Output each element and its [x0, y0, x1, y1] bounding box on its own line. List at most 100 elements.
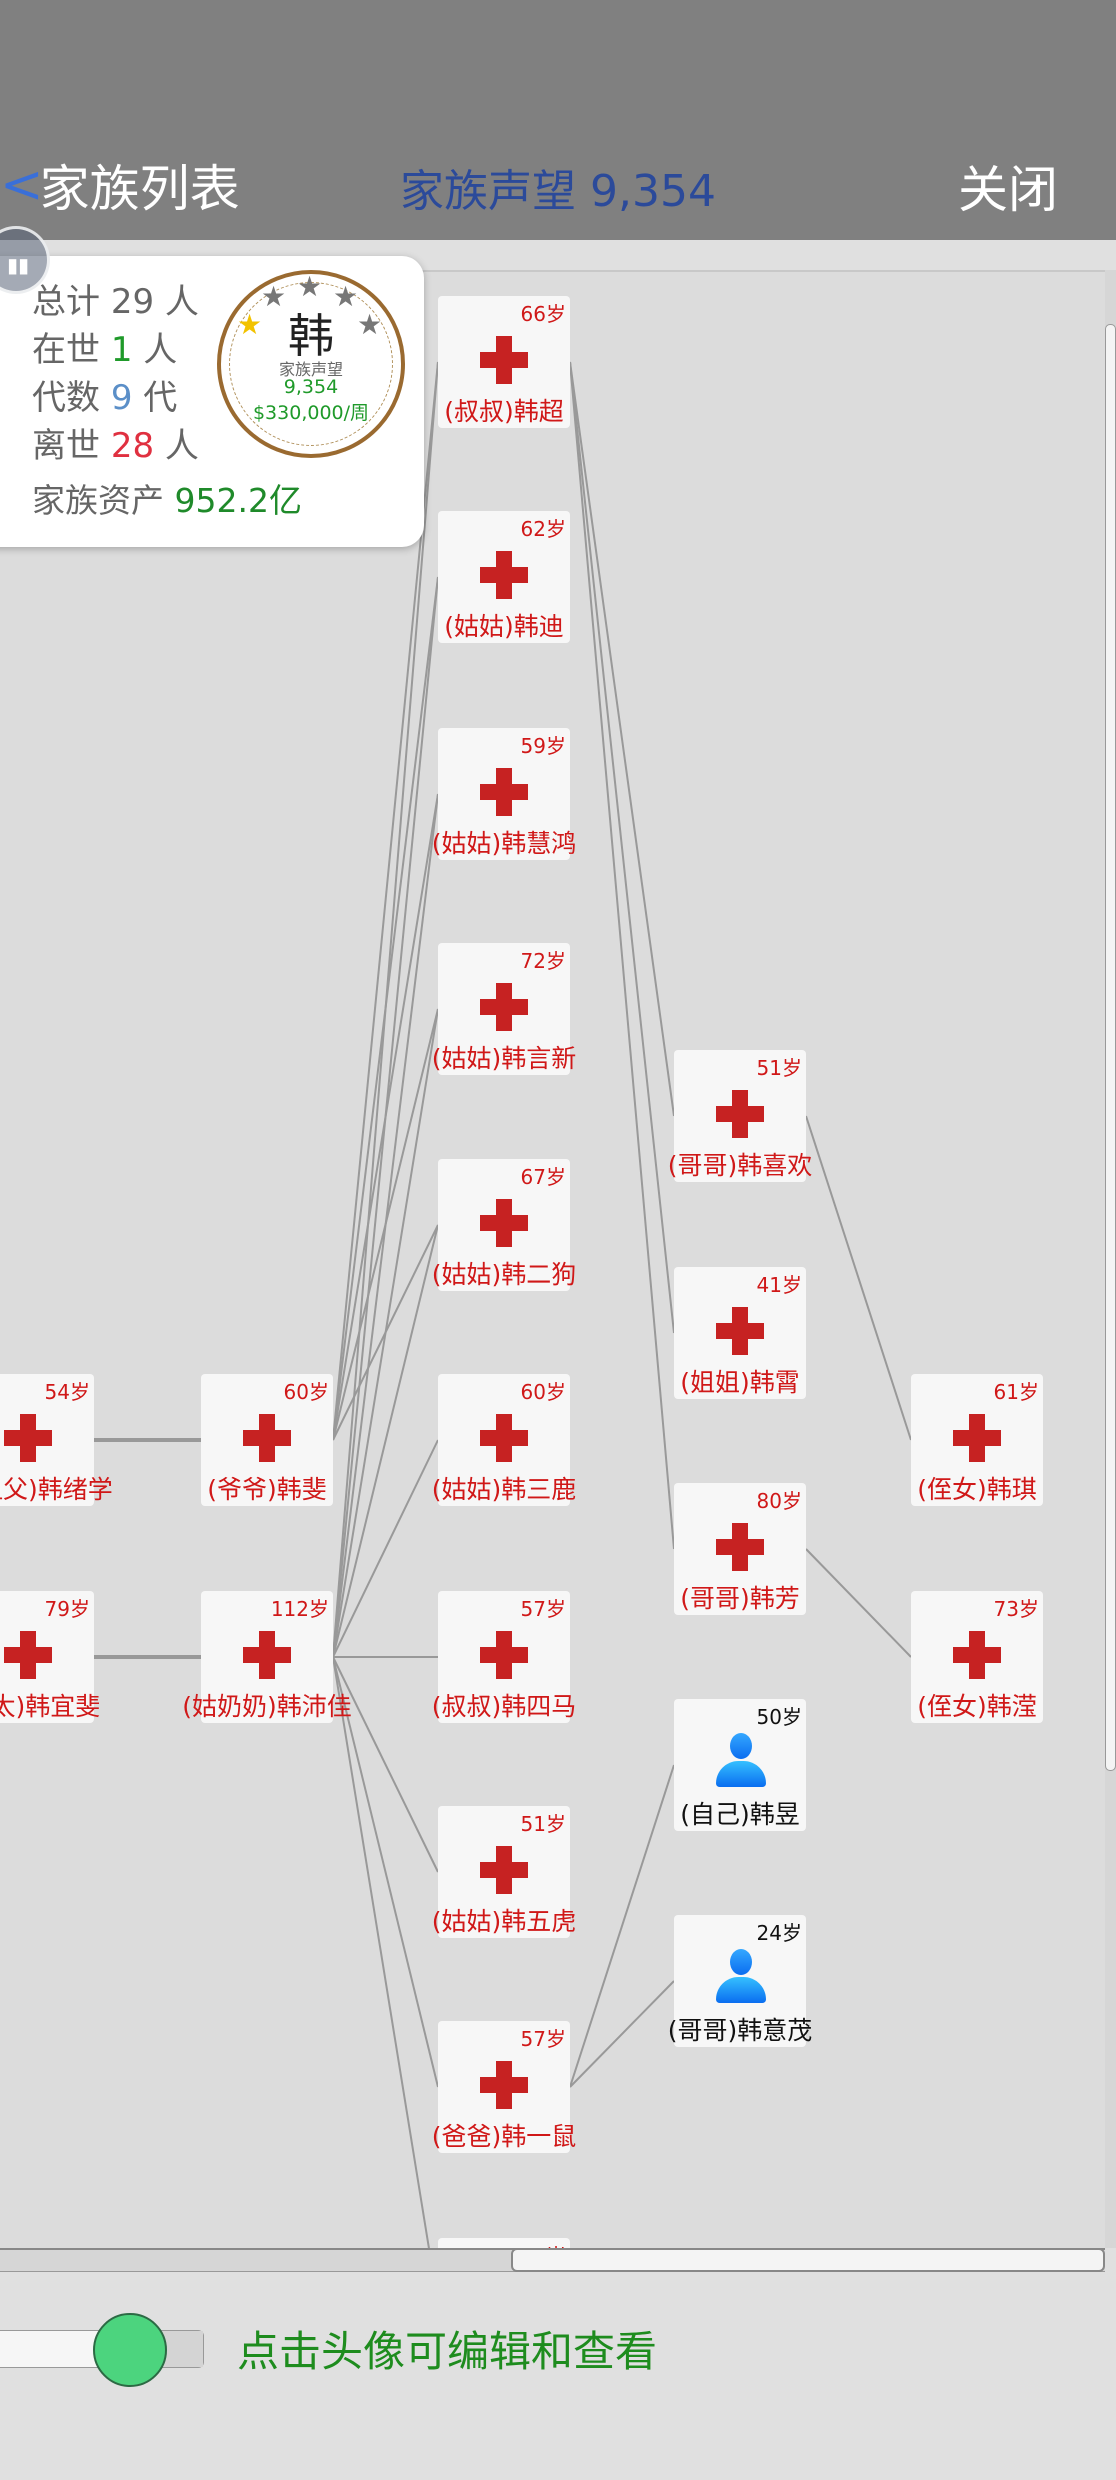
family-member-node[interactable]: 57岁(叔叔)韩四马	[432, 1591, 576, 1723]
page-title: 家族声望 9,354	[400, 166, 716, 217]
family-member-node[interactable]: 72岁(姑姑)韩言新	[432, 943, 576, 1075]
generation-count: 代数 9 代	[32, 378, 178, 418]
red-cross-deceased-icon	[716, 1307, 764, 1355]
family-tree-canvas[interactable]: 54岁 (曾祖父)韩绪学 79岁 (太太)韩宜斐 60岁 (爷爷)韩斐 112岁 (姑奶奶)韩…	[0, 270, 1105, 2248]
family-member-node[interactable]: 54岁 (曾祖父)韩绪学	[0, 1374, 113, 1506]
red-cross-deceased-icon	[716, 1523, 764, 1571]
family-member-node[interactable]: 80岁 (哥哥)韩芳	[674, 1483, 806, 1615]
family-seal-badge[interactable]: ★ ★ ★ ★ ★ 韩 家族声望 9,354 $330,000/周	[217, 270, 405, 458]
red-cross-deceased-icon	[953, 1631, 1001, 1679]
back-button[interactable]: < 家族列表	[0, 150, 240, 220]
family-member-node[interactable]: 79岁 (太太)韩宜斐	[0, 1591, 100, 1723]
member-age: 54岁	[44, 1380, 90, 1404]
member-name: (太太)韩宜斐	[0, 1692, 101, 1721]
tree-connector-line	[569, 361, 675, 1334]
member-age: 66岁	[520, 302, 566, 326]
member-name: (侄女)韩滢	[917, 1692, 1037, 1721]
red-cross-deceased-icon	[480, 768, 528, 816]
back-label: 家族列表	[39, 160, 240, 218]
member-name: (哥哥)韩意茂	[667, 2016, 813, 2045]
tree-connector-line	[805, 1115, 912, 1441]
family-member-node[interactable]: 60岁 (姑姑)韩三鹿	[432, 1374, 576, 1506]
family-member-node[interactable]: 60岁 (爷爷)韩斐	[201, 1374, 333, 1506]
family-member-node[interactable]: 73岁 (侄女)韩滢	[911, 1591, 1043, 1723]
star-icon: ★	[333, 280, 359, 313]
member-name: (姐姐)韩霄	[680, 1368, 800, 1397]
star-icon-lit: ★	[237, 308, 263, 341]
tree-connector-line	[569, 361, 675, 1550]
family-surname: 韩	[288, 309, 334, 363]
top-bar: < 家族列表 家族声望 9,354 关闭	[0, 0, 1116, 240]
member-age: 59岁	[520, 734, 566, 758]
member-name: (哥哥)韩芳	[680, 1584, 800, 1613]
member-name: (叔叔)韩超	[444, 397, 564, 426]
member-age: 61岁	[993, 1380, 1039, 1404]
view-toggle-knob[interactable]	[93, 2313, 167, 2387]
close-button[interactable]: 关闭	[958, 161, 1058, 219]
star-icon: ★	[297, 270, 323, 303]
family-member-node[interactable]: 59岁 (姑姑)韩慧鸿	[432, 728, 576, 860]
alive-count: 在世 1 人	[32, 330, 178, 370]
member-age: 41岁	[756, 1273, 802, 1297]
member-age: 73岁	[993, 1597, 1039, 1621]
member-name: (侄女)韩琪	[917, 1475, 1037, 1504]
reputation-label: 家族声望	[278, 360, 343, 379]
red-cross-deceased-icon	[4, 1414, 52, 1462]
member-name: (叔叔)韩四马	[431, 1692, 577, 1721]
member-name: (自己)韩昱	[680, 1800, 800, 1829]
tree-connector-line	[332, 576, 439, 1658]
member-age: 60岁	[283, 1380, 329, 1404]
red-cross-deceased-icon	[480, 1846, 528, 1894]
member-name: (姑姑)韩慧鸿	[431, 829, 577, 858]
weekly-income: $330,000/周	[252, 402, 370, 424]
family-member-node[interactable]: 112岁 (姑奶奶)韩沛佳	[182, 1591, 352, 1723]
member-age: 79岁	[44, 1597, 90, 1621]
family-member-node[interactable]: 51岁 (姑姑)韩五虎	[432, 1806, 576, 1938]
member-name: (姑奶奶)韩沛佳	[182, 1692, 352, 1721]
family-member-node[interactable]: 62岁(姑姑)韩迪	[438, 511, 570, 643]
member-age: 80岁	[756, 1489, 802, 1513]
family-member-node[interactable]: 41岁 (姐姐)韩霄	[674, 1267, 806, 1399]
family-assets: 家族资产 952.2亿	[32, 481, 302, 520]
red-cross-deceased-icon	[243, 1414, 291, 1462]
member-name: (哥哥)韩喜欢	[667, 1151, 813, 1180]
member-name: (姑姑)韩三鹿	[431, 1475, 577, 1504]
family-member-node[interactable]: 57岁 (爸爸)韩一鼠	[432, 2021, 576, 2153]
tree-connector-line	[332, 1224, 439, 1658]
family-member-node[interactable]: 50岁 (自己)韩昱	[674, 1699, 806, 1831]
star-icon: ★	[357, 308, 383, 341]
member-age: 112岁	[270, 1597, 329, 1621]
red-cross-deceased-icon	[953, 1414, 1001, 1462]
family-member-node[interactable]: 66岁 (叔叔)韩超	[438, 296, 570, 428]
family-member-node[interactable]: 67岁(姑姑)韩二狗	[432, 1159, 576, 1291]
tree-connector-line	[332, 1656, 430, 2248]
member-age: 51岁	[520, 1812, 566, 1836]
red-cross-deceased-icon	[480, 1631, 528, 1679]
member-age: 57岁	[520, 2027, 566, 2051]
family-member-node[interactable]: 51岁 (哥哥)韩喜欢	[668, 1050, 812, 1182]
member-age: 50岁	[756, 1705, 802, 1729]
tree-connector-line	[569, 361, 675, 1117]
family-member-node[interactable]: 24岁(哥哥)韩意茂	[668, 1915, 812, 2047]
member-name: (姑姑)韩五虎	[431, 1907, 577, 1936]
tree-connector-line	[332, 1656, 439, 1873]
star-icon: ★	[261, 280, 287, 313]
member-name: (姑姑)韩迪	[444, 612, 564, 641]
family-member-node[interactable]: 51岁	[438, 2238, 570, 2248]
pause-icon: ▮▮	[7, 253, 30, 277]
member-name: (爷爷)韩斐	[207, 1475, 327, 1504]
member-age: 51岁	[756, 1056, 802, 1080]
tree-connector-line	[332, 1656, 439, 2088]
member-age: 60岁	[520, 1380, 566, 1404]
family-member-node[interactable]: 61岁 (侄女)韩琪	[911, 1374, 1043, 1506]
total-count: 总计 29 人	[32, 282, 199, 322]
person-avatar-icon	[716, 1949, 766, 2005]
tree-connector-line	[569, 1764, 675, 2088]
tree-connector-line	[332, 793, 439, 1658]
member-name: (曾祖父)韩绪学	[0, 1475, 113, 1504]
member-name: (爸爸)韩一鼠	[431, 2122, 577, 2151]
tree-connector-line	[332, 361, 439, 1658]
tree-connector-line	[332, 1008, 439, 1658]
horizontal-scrollbar-thumb[interactable]	[511, 2248, 1105, 2272]
vertical-scrollbar-thumb[interactable]	[1105, 324, 1116, 1771]
